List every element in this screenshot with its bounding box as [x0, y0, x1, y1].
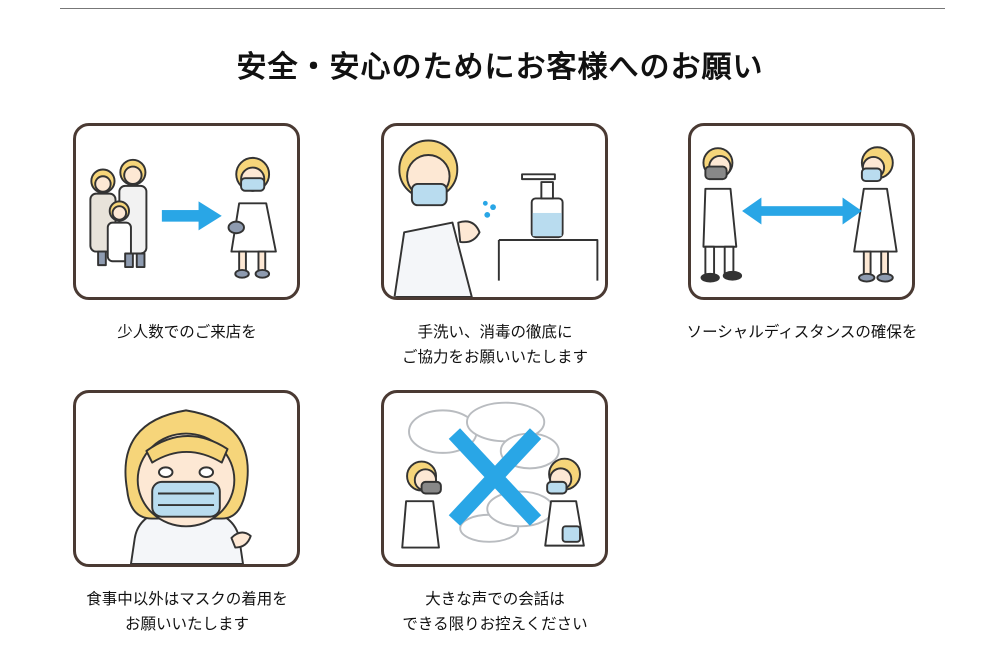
card-social-distance: [688, 123, 915, 300]
small-group-icon: [89, 156, 277, 279]
caption-hand-wash: 手洗い、消毒の徹底に ご協力をお願いいたします: [401, 323, 588, 366]
caption-small-group: 少人数でのご来店を: [117, 323, 257, 341]
card-small-group: [73, 123, 300, 300]
hand-sanitizer-icon: [393, 139, 599, 297]
card-no-loud-talking: [381, 390, 608, 567]
caption-no-loud-talking: 大きな声での会話は できる限りお控えください: [402, 590, 588, 633]
no-loud-talking-icon: [401, 401, 585, 549]
caption-social-distance: ソーシャルディスタンスの確保を: [686, 323, 918, 341]
top-divider: [60, 8, 945, 9]
page-title: 安全・安心のためにお客様へのお願い: [236, 50, 764, 85]
card-face-mask: [73, 390, 300, 567]
social-distance-icon: [700, 146, 898, 283]
face-mask-icon: [124, 409, 252, 564]
caption-face-mask: 食事中以外はマスクの着用を お願いいたします: [86, 590, 288, 633]
card-hand-wash: [381, 123, 608, 300]
